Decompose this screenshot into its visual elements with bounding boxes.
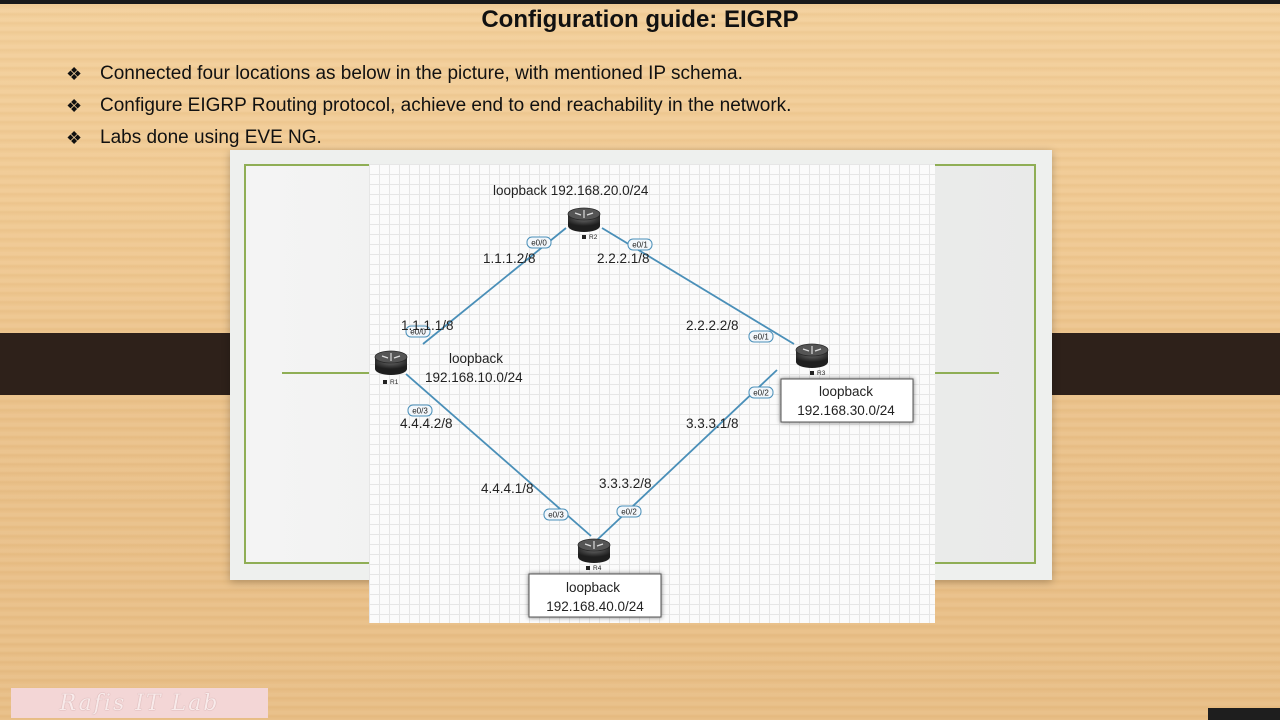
svg-text:192.168.40.0/24: 192.168.40.0/24 xyxy=(546,599,644,614)
left-dark-bar xyxy=(0,333,258,395)
top-border xyxy=(0,0,1280,4)
bullet-text: Connected four locations as below in the… xyxy=(100,63,743,84)
bullet-list: ❖ Connected four locations as below in th… xyxy=(66,58,791,154)
svg-text:e0/2: e0/2 xyxy=(753,389,769,398)
router-r1[interactable]: R1 xyxy=(374,350,408,386)
router-icon xyxy=(802,346,822,354)
port-tag: e0/1 xyxy=(627,238,653,251)
svg-text:e0/3: e0/3 xyxy=(548,511,564,520)
router-r3[interactable]: R3 xyxy=(795,343,829,377)
svg-text:loopback: loopback xyxy=(819,384,873,399)
svg-text:R4: R4 xyxy=(593,565,602,572)
system-tray xyxy=(1208,708,1280,720)
port-tag: e0/2 xyxy=(748,386,774,399)
svg-text:loopback: loopback xyxy=(449,351,503,366)
bullet-item: ❖ Connected four locations as below in th… xyxy=(66,58,791,90)
port-tag: e0/3 xyxy=(543,508,569,521)
router-icon xyxy=(574,210,594,218)
svg-text:192.168.30.0/24: 192.168.30.0/24 xyxy=(797,403,895,418)
topology-diagram: e0/0 e0/1 e0/0 e0/3 e0/1 e0/2 e0/3 e0/2 … xyxy=(374,183,914,618)
port-tag: e0/1 xyxy=(748,330,774,343)
port-tag: e0/0 xyxy=(526,236,552,249)
bullet-item: ❖ Labs done using EVE NG. xyxy=(66,122,791,154)
port-tag: e0/3 xyxy=(407,404,433,417)
svg-text:R1: R1 xyxy=(390,379,399,386)
frame-right-line xyxy=(935,372,999,374)
ip-label: 1.1.1.1/8 xyxy=(401,318,454,333)
svg-text:e0/0: e0/0 xyxy=(410,328,426,337)
svg-text:R2: R2 xyxy=(589,234,598,241)
port-tag: e0/2 xyxy=(616,505,642,518)
svg-text:e0/1: e0/1 xyxy=(632,241,648,250)
bullet-item: ❖ Configure EIGRP Routing protocol, achie… xyxy=(66,90,791,122)
svg-text:e0/3: e0/3 xyxy=(412,407,428,416)
svg-text:e0/0: e0/0 xyxy=(531,239,547,248)
ip-label: 3.3.3.2/8 xyxy=(599,476,652,491)
router-r2[interactable]: R2 xyxy=(567,207,601,241)
topology-canvas: e0/0 e0/1 e0/0 e0/3 e0/1 e0/2 e0/3 e0/2 … xyxy=(369,164,935,623)
diamond-bullet-icon: ❖ xyxy=(66,95,83,116)
svg-text:loopback: loopback xyxy=(566,580,620,595)
svg-text:e0/2: e0/2 xyxy=(621,508,637,517)
loopback-box-r4: loopback 192.168.40.0/24 xyxy=(528,573,662,618)
watermark-logo: Rafis IT Lab xyxy=(11,688,268,718)
ip-label: 2.2.2.1/8 xyxy=(597,251,650,266)
loopback-box-r1: loopback 192.168.10.0/24 xyxy=(425,351,523,385)
frame-left-line xyxy=(282,372,370,374)
port-tag: e0/0 xyxy=(405,325,431,338)
loopback-label-r2: loopback 192.168.20.0/24 xyxy=(493,183,649,198)
svg-text:R3: R3 xyxy=(817,370,826,377)
diamond-bullet-icon: ❖ xyxy=(66,63,83,84)
ip-label: 2.2.2.2/8 xyxy=(686,318,739,333)
svg-text:192.168.10.0/24: 192.168.10.0/24 xyxy=(425,370,523,385)
ip-label: 3.3.3.1/8 xyxy=(686,416,739,431)
bullet-text: Configure EIGRP Routing protocol, achiev… xyxy=(100,95,792,116)
bullet-text: Labs done using EVE NG. xyxy=(100,127,322,148)
ip-label: 1.1.1.2/8 xyxy=(483,251,536,266)
diamond-bullet-icon: ❖ xyxy=(66,127,83,148)
svg-text:e0/1: e0/1 xyxy=(753,333,769,342)
router-icon xyxy=(381,353,401,361)
right-dark-bar xyxy=(1024,333,1280,395)
ip-label: 4.4.4.1/8 xyxy=(481,481,534,496)
loopback-box-r3: loopback 192.168.30.0/24 xyxy=(780,378,914,423)
router-icon xyxy=(584,541,604,549)
ip-label: 4.4.4.2/8 xyxy=(400,416,453,431)
router-r4[interactable]: R4 xyxy=(577,538,611,572)
slide-title: Configuration guide: EIGRP xyxy=(481,6,799,33)
